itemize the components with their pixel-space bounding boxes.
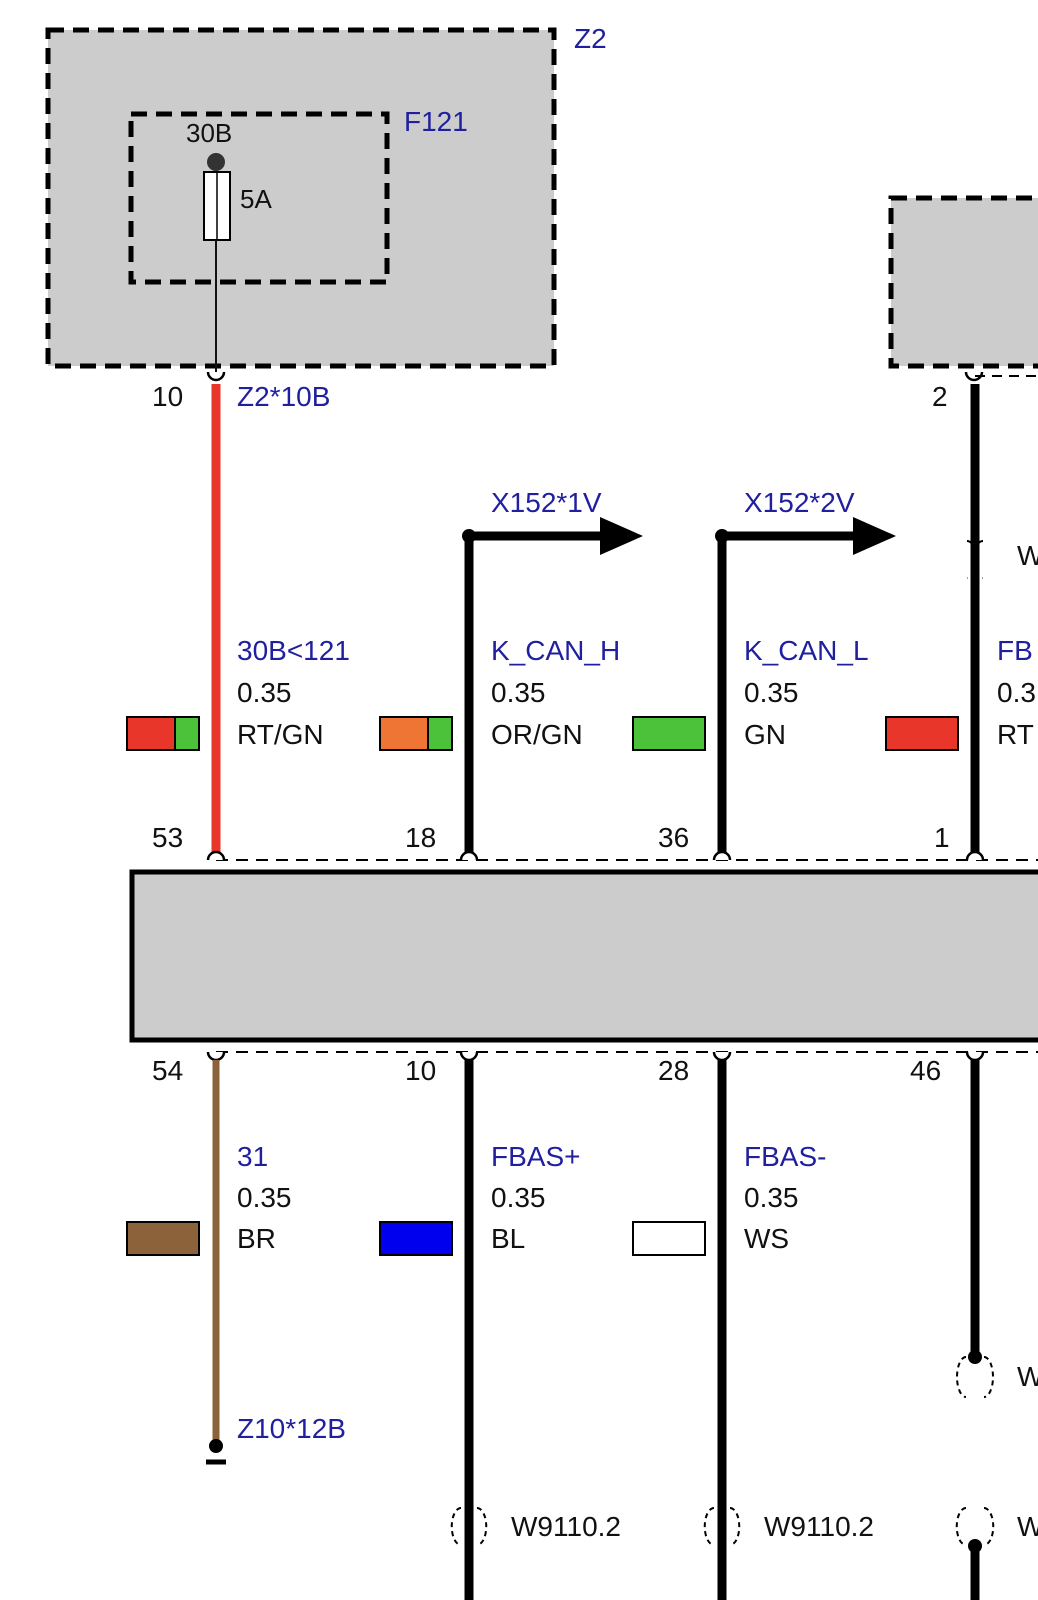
- fuse-terminal-dot: [207, 153, 225, 171]
- wire-signal-k-can-l: K_CAN_L: [744, 635, 869, 666]
- wire-color-code-k-can-l: GN: [744, 719, 786, 750]
- k-can-l-arrow-icon: [853, 517, 896, 555]
- module-pin-top-1: 1: [934, 822, 950, 853]
- shield-icon-right: [972, 540, 984, 579]
- color-swatch-k-can-h-stripe: [427, 716, 453, 751]
- shield-label-right-bottom: W: [1017, 1511, 1038, 1542]
- color-swatch-31: [126, 1221, 200, 1256]
- wire-gauge-fbas-minus: 0.35: [744, 1182, 799, 1213]
- color-swatch-fb: [885, 716, 959, 751]
- shield-icon-right-bottom-left: [955, 1507, 967, 1546]
- color-swatch-30b-primary: [126, 716, 176, 751]
- module-pin-top-18: 18: [405, 822, 436, 853]
- wire-gauge-31: 0.35: [237, 1182, 292, 1213]
- right-component-box: [888, 195, 1038, 369]
- wire-color-code-fbas-minus: WS: [744, 1223, 789, 1254]
- shield-icon-fbas-minus-right: [729, 1507, 741, 1546]
- shield-label-top-right: W: [1017, 540, 1038, 571]
- color-swatch-k-can-h-primary: [379, 716, 429, 751]
- connector-label-z2-10b: Z2*10B: [237, 381, 330, 412]
- z2-label: Z2: [574, 23, 607, 54]
- module-pin-bottom-54: 54: [152, 1055, 183, 1086]
- z2-component-box: [45, 27, 557, 369]
- wire-signal-31: 31: [237, 1141, 268, 1172]
- wire-signal-30b: 30B<121: [237, 635, 350, 666]
- wire-gauge-30b: 0.35: [237, 677, 292, 708]
- shield-label-mid-right: W: [1017, 1361, 1038, 1392]
- pin-number-top-10: 10: [152, 381, 183, 412]
- wire-color-code-31: BR: [237, 1223, 276, 1254]
- wire-gauge-k-can-l: 0.35: [744, 677, 799, 708]
- wire-color-code-30b: RT/GN: [237, 719, 324, 750]
- shield-icon-mid-right: [983, 1356, 994, 1398]
- wire-signal-fbas-plus: FBAS+: [491, 1141, 580, 1172]
- color-swatch-k-can-l: [632, 716, 706, 751]
- right-bottom-junction-upper: [968, 1350, 982, 1364]
- arrow-label-x152-1v: X152*1V: [491, 487, 602, 518]
- color-swatch-fbas-plus: [379, 1221, 453, 1256]
- shield-label-fbas-minus: W9110.2: [764, 1511, 874, 1542]
- shield-icon-fbas-plus-left: [450, 1507, 462, 1546]
- wire-color-code-k-can-h: OR/GN: [491, 719, 583, 750]
- module-pin-bottom-46: 46: [910, 1055, 941, 1086]
- shield-icon-right-bottom-right: [983, 1507, 995, 1546]
- shield-icon-fbas-minus-left: [703, 1507, 715, 1546]
- wire-color-code-fb: RT: [997, 719, 1034, 750]
- module-pin-top-53: 53: [152, 822, 183, 853]
- fuse-terminal-label: 30B: [186, 118, 232, 148]
- wire-signal-fbas-minus: FBAS-: [744, 1141, 826, 1172]
- wire-signal-k-can-h: K_CAN_H: [491, 635, 620, 666]
- module-pin-marker-28: [712, 1051, 732, 1062]
- wire-color-code-fbas-plus: BL: [491, 1223, 525, 1254]
- ground-junction-dot: [209, 1439, 223, 1453]
- control-module-box: [129, 869, 1038, 1043]
- module-pin-bottom-10: 10: [405, 1055, 436, 1086]
- shield-icon-fbas-plus-right: [476, 1507, 488, 1546]
- color-swatch-30b-stripe: [174, 716, 200, 751]
- pin-marker-z2-10: [206, 371, 226, 382]
- module-pin-bottom-28: 28: [658, 1055, 689, 1086]
- k-can-h-arrow-icon: [600, 517, 643, 555]
- pin-marker-right-2: [964, 371, 984, 382]
- wire-gauge-fb: 0.3: [997, 677, 1036, 708]
- color-swatch-fbas-minus: [632, 1221, 706, 1256]
- module-pin-marker-10: [459, 1051, 479, 1062]
- module-pin-top-36: 36: [658, 822, 689, 853]
- module-pin-marker-36: [712, 850, 732, 861]
- shield-icon-left: [966, 540, 978, 579]
- f121-label: F121: [404, 106, 468, 137]
- wire-gauge-fbas-plus: 0.35: [491, 1182, 546, 1213]
- module-pin-marker-54: [206, 1051, 226, 1062]
- shield-icon-mid-left: [956, 1356, 967, 1398]
- fuse-rating: 5A: [240, 184, 272, 214]
- wire-signal-fb: FB: [997, 635, 1033, 666]
- ground-connector-label: Z10*12B: [237, 1413, 346, 1444]
- wire-gauge-k-can-h: 0.35: [491, 677, 546, 708]
- module-pin-marker-1: [965, 850, 985, 861]
- module-pin-marker-18: [459, 850, 479, 861]
- shield-label-fbas-plus: W9110.2: [511, 1511, 621, 1542]
- module-pin-marker-46: [965, 1051, 985, 1062]
- arrow-label-x152-2v: X152*2V: [744, 487, 855, 518]
- module-pin-marker-53: [206, 850, 226, 861]
- pin-number-top-2: 2: [932, 381, 948, 412]
- f121-fuse-box: [128, 111, 390, 285]
